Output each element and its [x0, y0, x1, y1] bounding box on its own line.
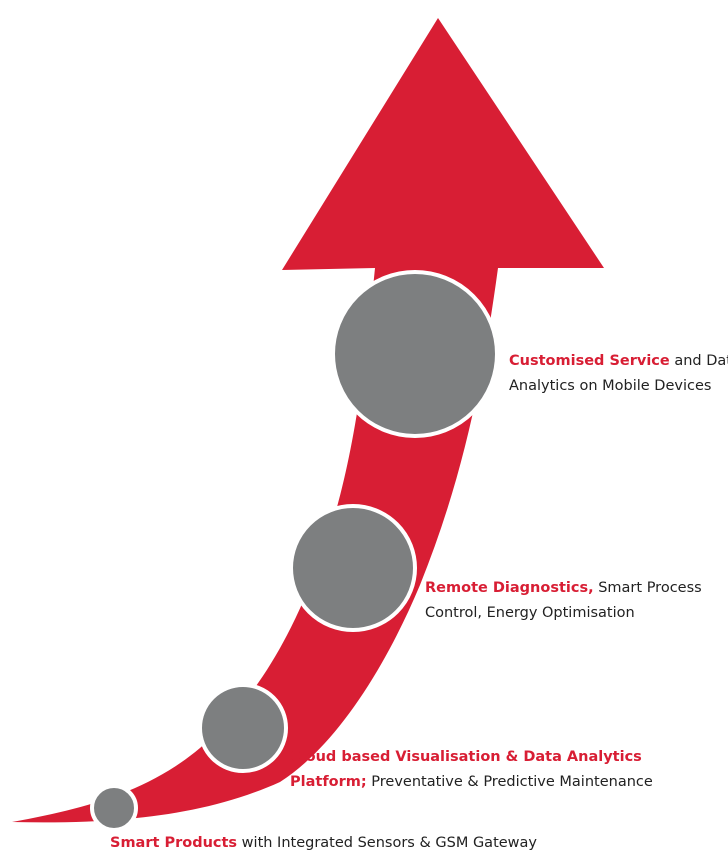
stage-body-text: and Data [674, 353, 728, 369]
stage-highlight-text: Smart Products [110, 835, 238, 851]
stage-circle-4 [90, 784, 138, 832]
stage-label-line: Control, Energy Optimisation [425, 605, 635, 621]
stage-body-text: Preventative & Predictive Maintenance [366, 774, 653, 790]
stage-highlight-text: Platform; [290, 774, 367, 790]
stage-label-line: Remote Diagnostics, Smart Process [425, 576, 702, 601]
stage-circle-2 [289, 504, 417, 632]
stage-label-line: Cloud based Visualisation & Data Analyti… [290, 745, 653, 770]
stage-body-text: with Integrated Sensors & GSM Gateway [237, 835, 537, 851]
red-growth-arrow [12, 18, 604, 823]
stage-circle-1 [331, 270, 499, 438]
stage-body-text: Smart Process [593, 580, 702, 596]
stage-label-smart-products: Smart Products with Integrated Sensors &… [110, 831, 537, 856]
stage-label-cloud-visualisation: Cloud based Visualisation & Data Analyti… [290, 745, 653, 795]
stage-label-line: Customised Service and Data [509, 349, 728, 374]
stage-highlight-text: Cloud based Visualisation & Data Analyti… [290, 749, 642, 765]
stage-label-line: Analytics on Mobile Devices [509, 378, 712, 394]
stage-label-customised-service: Customised Service and Data Analytics on… [509, 349, 728, 399]
stage-label-line: Platform; Preventative & Predictive Main… [290, 770, 653, 795]
stage-highlight-text: Remote Diagnostics, [425, 580, 594, 596]
stage-label-remote-diagnostics: Remote Diagnostics, Smart Process Contro… [425, 576, 702, 626]
stage-highlight-text: Customised Service [509, 353, 670, 369]
stage-circle-3 [198, 683, 288, 773]
stage-label-line: Smart Products with Integrated Sensors &… [110, 831, 537, 856]
